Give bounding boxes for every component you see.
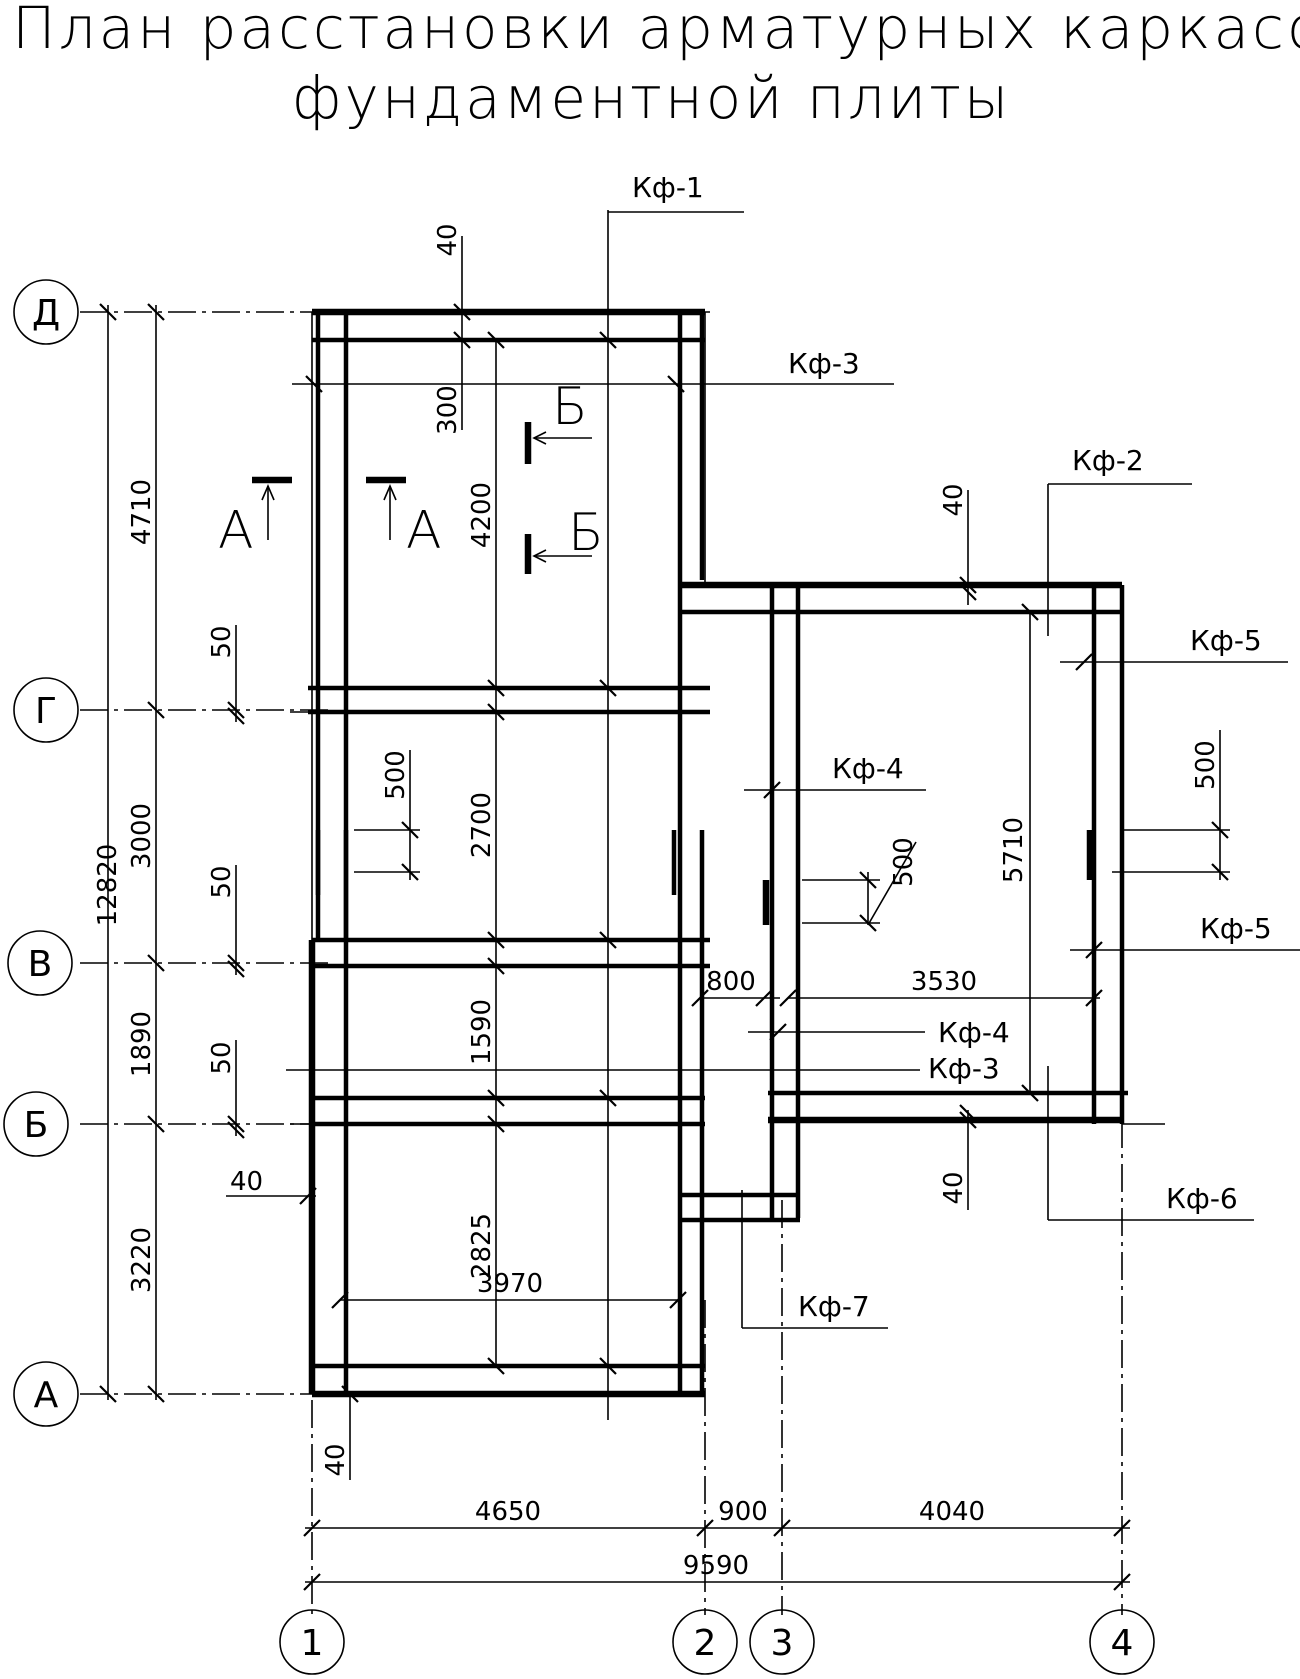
dim-2700: 2700 xyxy=(467,792,497,858)
axis-bubble-d: Д xyxy=(13,279,79,345)
svg-text:А: А xyxy=(218,501,254,561)
axis-bubble-4: 4 xyxy=(1089,1609,1155,1675)
dim-40-left: 40 xyxy=(230,1167,263,1197)
left-block-vertical-bars xyxy=(315,210,705,1420)
dim-40-right-bottom: 40 xyxy=(939,1171,969,1204)
dim-4040: 4040 xyxy=(919,1497,985,1527)
frame-label-kf1: Кф-1 xyxy=(632,171,704,204)
dim-300-top: 300 xyxy=(433,385,463,435)
axis-bubble-3: 3 xyxy=(749,1609,815,1675)
axis-bubble-1: 1 xyxy=(279,1609,345,1675)
dim-50-g: 50 xyxy=(207,625,237,658)
dim-4200: 4200 xyxy=(467,482,497,548)
dim-50-v: 50 xyxy=(207,865,237,898)
lap-500-left-dim xyxy=(354,750,420,881)
section-mark-a-left: А xyxy=(218,476,292,561)
svg-text:В: В xyxy=(28,944,53,985)
left-block-outline xyxy=(308,308,706,1398)
dim-500-left: 500 xyxy=(381,750,411,800)
dim-5710: 5710 xyxy=(999,817,1029,883)
dim-4650: 4650 xyxy=(475,1497,541,1527)
dim-50-b: 50 xyxy=(207,1041,237,1074)
right-block-dimensions xyxy=(331,490,1103,1480)
axis-bubble-a: А xyxy=(13,1361,79,1427)
dim-3530: 3530 xyxy=(911,967,977,997)
section-mark-b-bottom: Б xyxy=(524,503,604,574)
svg-text:А: А xyxy=(406,501,442,561)
dim-900: 900 xyxy=(718,1497,768,1527)
plan-title-line-2: фундаментной плиты xyxy=(292,64,1011,132)
dim-500-right: 500 xyxy=(1191,740,1221,790)
frame-label-kf3-top: Кф-3 xyxy=(788,347,860,380)
frame-label-kf7: Кф-7 xyxy=(798,1290,870,1323)
dim-9590: 9590 xyxy=(683,1551,749,1581)
frame-label-kf2: Кф-2 xyxy=(1072,444,1144,477)
axis-bubble-2: 2 xyxy=(672,1609,738,1675)
dim-800: 800 xyxy=(706,967,756,997)
lap-500-right-dim xyxy=(1112,730,1230,881)
dim-1590: 1590 xyxy=(467,999,497,1065)
left-block-horizontal-bars xyxy=(286,337,920,1369)
plan-title-line-1: План расстановки арматурных каркасов xyxy=(12,0,1300,62)
axis-bubble-g: Г xyxy=(13,677,79,743)
axis-bubble-v: В xyxy=(7,930,73,996)
section-mark-a-right: А xyxy=(366,476,442,561)
svg-text:2: 2 xyxy=(694,1623,717,1664)
section-mark-b-top: Б xyxy=(524,377,592,464)
frame-label-kf4-top: Кф-4 xyxy=(832,752,904,785)
frame-label-kf5-top: Кф-5 xyxy=(1190,624,1262,657)
svg-text:Б: Б xyxy=(552,377,588,437)
bottom-dimension-chain xyxy=(303,1519,1131,1591)
svg-text:Д: Д xyxy=(32,293,60,334)
frame-label-kf6: Кф-6 xyxy=(1166,1182,1238,1215)
frame-leaders xyxy=(292,211,1300,1329)
dim-2825: 2825 xyxy=(467,1213,497,1279)
dim-12820: 12820 xyxy=(93,844,123,927)
frame-label-kf3-mid: Кф-3 xyxy=(928,1052,1000,1085)
axis-bubble-b: Б xyxy=(3,1091,69,1157)
frame-label-kf4-mid: Кф-4 xyxy=(938,1016,1010,1049)
frame-label-kf5-mid: Кф-5 xyxy=(1200,912,1272,945)
dim-40-bottom: 40 xyxy=(321,1443,351,1476)
dim-4710: 4710 xyxy=(127,479,157,545)
dim-3220: 3220 xyxy=(127,1227,157,1293)
dim-3970: 3970 xyxy=(477,1269,543,1299)
svg-text:1: 1 xyxy=(301,1623,324,1664)
dim-1890: 1890 xyxy=(127,1011,157,1077)
svg-text:Б: Б xyxy=(24,1105,49,1146)
svg-text:Б: Б xyxy=(568,503,604,563)
left-dimension-chains xyxy=(99,303,317,1403)
lap-500-mid-dim xyxy=(802,841,917,932)
svg-text:Г: Г xyxy=(35,691,57,732)
dim-3000: 3000 xyxy=(127,803,157,869)
internal-vertical-dimensions xyxy=(453,236,617,1375)
svg-text:А: А xyxy=(34,1375,59,1416)
svg-text:3: 3 xyxy=(771,1623,794,1664)
dim-40-right-top: 40 xyxy=(939,483,969,516)
right-block-outline xyxy=(678,581,1165,1223)
dim-500-mid: 500 xyxy=(889,837,919,887)
dim-40-top: 40 xyxy=(433,223,463,256)
svg-text:4: 4 xyxy=(1111,1623,1134,1664)
